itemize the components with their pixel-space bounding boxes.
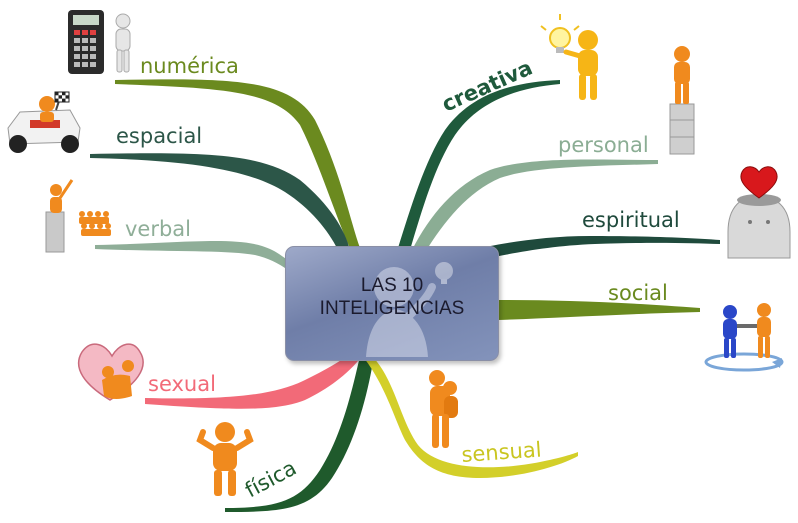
branch-social — [497, 300, 700, 320]
branch-espacial — [90, 153, 350, 250]
teacher-pointing-icon — [45, 179, 111, 253]
central-topic-box: LAS 10 INTELIGENCIAS — [285, 246, 499, 361]
thinking-figure-icon — [366, 262, 453, 357]
strong-figure-icon — [196, 422, 254, 496]
heart-head-icon — [727, 166, 791, 259]
label-numerica: numérica — [140, 54, 239, 78]
handshake-figures-icon — [704, 303, 784, 372]
branch-espiritual — [470, 236, 720, 260]
central-topic-line-2: INTELIGENCIAS — [319, 298, 465, 319]
hugging-figures-icon — [429, 370, 458, 448]
central-topic-line-1: LAS 10 — [360, 275, 424, 296]
race-car-icon — [7, 91, 81, 153]
heart-couple-icon — [77, 343, 144, 401]
thinker-on-blocks-icon — [669, 46, 695, 155]
branch-numerica — [115, 79, 360, 248]
central-topic-title: LAS 10 INTELIGENCIAS — [286, 274, 498, 320]
label-social: social — [608, 281, 668, 305]
label-fisica: física — [241, 456, 300, 503]
branch-verbal — [95, 241, 290, 270]
calculator-figure-icon — [68, 10, 131, 74]
label-sensual: sensual — [461, 437, 543, 467]
lightbulb-figure-icon — [540, 14, 598, 100]
branch-personal — [412, 159, 658, 254]
branch-sensual — [364, 356, 578, 478]
label-espacial: espacial — [116, 124, 202, 148]
branch-fisica — [225, 356, 374, 512]
label-espiritual: espiritual — [582, 208, 680, 232]
branch-creativa — [398, 80, 560, 250]
branch-sexual — [145, 352, 362, 409]
label-personal: personal — [558, 133, 649, 157]
label-verbal: verbal — [125, 217, 191, 241]
label-sexual: sexual — [148, 372, 216, 396]
